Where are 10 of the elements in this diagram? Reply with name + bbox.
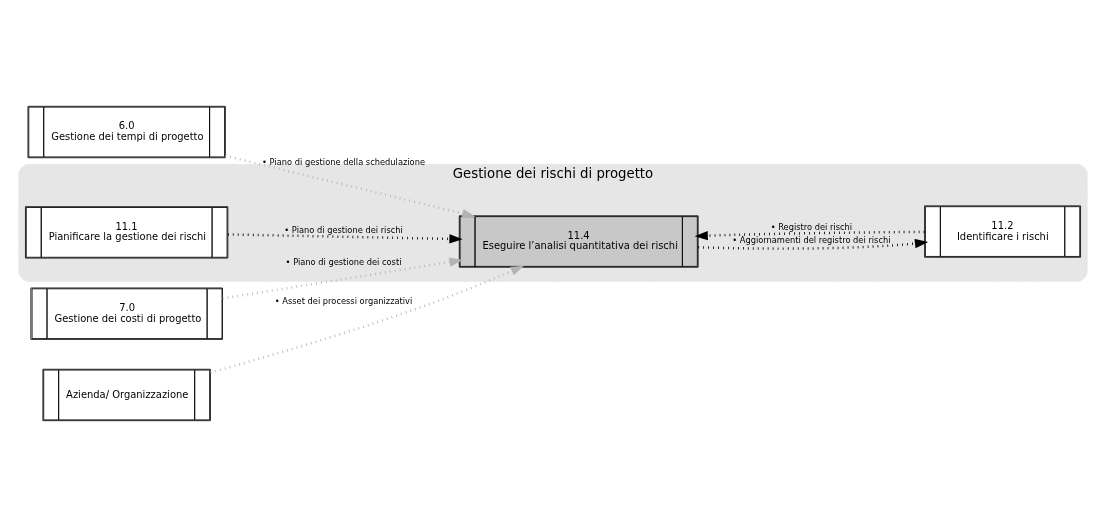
arrow [210,265,525,374]
arrow [222,256,463,300]
edge-label: • Asset dei processi organizzativi [274,295,413,306]
arrow [227,232,463,244]
arrow [698,238,929,250]
arrow [225,154,476,218]
edge-label: • Piano di gestione dei rischi [284,224,403,235]
edge-label: • Piano di gestione dei costi [285,256,402,267]
edge-label: • Aggiornamenti del registro dei rischi [732,234,891,245]
edge-label: • Registro dei rischi [770,221,853,232]
